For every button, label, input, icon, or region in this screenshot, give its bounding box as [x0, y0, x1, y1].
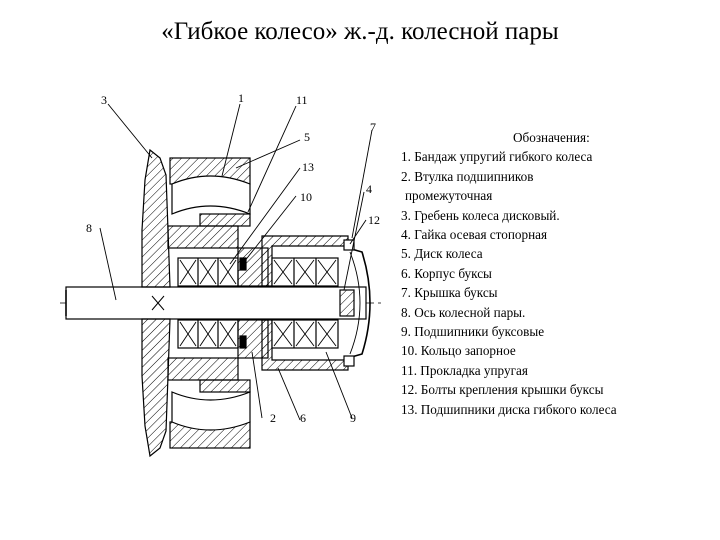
- elastic-pad-upper: [199, 213, 251, 227]
- legend-item-text: 2. Втулка подшипников: [401, 168, 534, 184]
- callout-7: 7: [370, 120, 376, 134]
- callout-5: 5: [304, 130, 310, 144]
- callout-2: 2: [270, 411, 276, 425]
- legend-item: 6. Корпус буксы: [401, 264, 717, 283]
- legend-item: 9. Подшипники буксовые: [401, 322, 717, 341]
- callout-13: 13: [302, 160, 314, 174]
- callout-12: 12: [368, 213, 380, 227]
- slide-title: «Гибкое колесо» ж.-д. колесной пары: [161, 18, 559, 45]
- legend-item-text: 13. Подшипники диска гибкого колеса: [401, 401, 617, 417]
- cover-bolt-lower: [343, 355, 355, 367]
- legend-item: 4. Гайка осевая стопорная: [401, 225, 717, 244]
- lock-ring: [239, 257, 247, 271]
- wheel-flange: [141, 148, 171, 288]
- axlebox-bearings-lower: [271, 319, 339, 349]
- legend-item-text: 12. Болты крепления крышки буксы: [401, 382, 604, 398]
- axle-cross-mark: [151, 295, 165, 311]
- cover-bolt-upper: [343, 239, 355, 251]
- lock-ring-lower: [239, 335, 247, 349]
- legend-item-continuation: промежуточная: [405, 188, 493, 204]
- legend-item: 11. Прокладка упругая: [401, 361, 717, 380]
- disk-bearings-upper: [177, 257, 239, 287]
- wheel-hub-upper: [167, 225, 239, 249]
- elastic-pad-lower: [199, 379, 251, 393]
- axlebox-housing-lower: [261, 319, 349, 371]
- callout-8: 8: [86, 221, 92, 235]
- legend-item-text: 7. Крышка буксы: [401, 285, 498, 301]
- axlebox-housing-upper: [261, 235, 349, 287]
- elastic-tire-lower: [171, 391, 251, 431]
- axle-nut: [339, 289, 355, 317]
- legend-item: 5. Диск колеса: [401, 244, 717, 263]
- legend-item-text: 1. Бандаж упругий гибкого колеса: [401, 149, 593, 165]
- wheel-flange-lower: [141, 318, 171, 458]
- legend-item: 8. Ось колесной пары.: [401, 303, 717, 322]
- wheel-hub-lower: [167, 357, 239, 381]
- callout-10: 10: [300, 190, 312, 204]
- callout-11: 11: [296, 93, 308, 107]
- callout-3: 3: [101, 93, 107, 107]
- elastic-tire-upper: [171, 175, 251, 215]
- leader-lines: [99, 103, 373, 421]
- legend-item: 7. Крышка буксы: [401, 283, 717, 302]
- legend-item-text: 9. Подшипники буксовые: [401, 324, 545, 340]
- legend-item: 12. Болты крепления крышки буксы: [401, 380, 717, 399]
- legend-item-text: 10. Кольцо запорное: [401, 343, 516, 359]
- legend: Обозначения: 1. Бандаж упругий гибкого к…: [401, 128, 717, 419]
- callout-1: 1: [238, 91, 244, 105]
- legend-item-text: 3. Гребень колеса дисковый.: [401, 207, 560, 223]
- callout-4: 4: [366, 182, 372, 196]
- callout-9: 9: [350, 411, 356, 425]
- legend-item-text: 5. Диск колеса: [401, 246, 483, 262]
- disk-bearings-lower: [177, 319, 239, 349]
- legend-item-text: 6. Корпус буксы: [401, 265, 492, 281]
- legend-item: 13. Подшипники диска гибкого колеса: [401, 400, 717, 419]
- legend-item: 1. Бандаж упругий гибкого колеса: [401, 147, 717, 166]
- axle: [65, 286, 367, 320]
- legend-item-text: 11. Прокладка упругая: [401, 362, 528, 378]
- legend-item: 10. Кольцо запорное: [401, 341, 717, 360]
- axlebox-bearings-upper: [271, 257, 339, 287]
- legend-heading: Обозначения:: [513, 130, 590, 145]
- axlebox-cover: [347, 247, 371, 359]
- legend-item: 3. Гребень колеса дисковый.: [401, 206, 717, 225]
- legend-item-text: 4. Гайка осевая стопорная: [401, 227, 548, 243]
- legend-item-text: 8. Ось колесной пары.: [401, 304, 526, 320]
- callout-6: 6: [300, 411, 306, 425]
- legend-items: 1. Бандаж упругий гибкого колеса 2. Втулк…: [401, 147, 717, 419]
- legend-item: 2. Втулка подшипников промежуточная: [401, 167, 717, 206]
